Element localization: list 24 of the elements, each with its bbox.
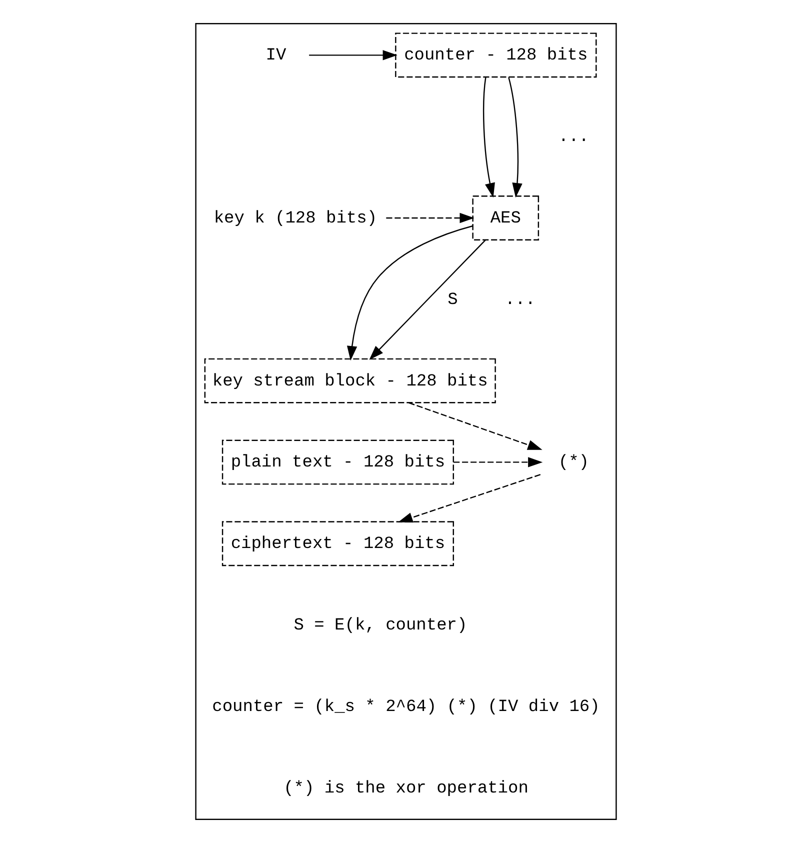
node-text: (*) [558, 453, 588, 472]
arrow [482, 76, 494, 198]
edge-label: S [447, 290, 458, 310]
arrow [368, 239, 486, 360]
arrow [453, 456, 542, 467]
node-box: counter - 128 bits [394, 32, 596, 78]
label: ... [504, 290, 536, 310]
node-box: AES [472, 195, 539, 240]
node-text: IV [265, 46, 286, 66]
label: counter = (k_s * 2^64) (*) (IV div 16) [212, 697, 600, 716]
label: S = E(k, counter) [293, 616, 467, 636]
arrow [386, 212, 474, 223]
arrow [346, 224, 472, 360]
node-text: key k (128 bits) [213, 208, 377, 228]
arrow [508, 76, 522, 198]
label: ... [558, 128, 588, 147]
cluster [194, 22, 616, 820]
node-box: plain text - 128 bits [221, 439, 454, 484]
node-box: key stream block - 128 bits [204, 358, 496, 403]
arrow [398, 474, 540, 522]
arrow [308, 50, 397, 60]
arrow [408, 402, 542, 450]
node-box: ciphertext - 128 bits [221, 520, 454, 566]
label: (*) is the xor operation [283, 778, 528, 798]
